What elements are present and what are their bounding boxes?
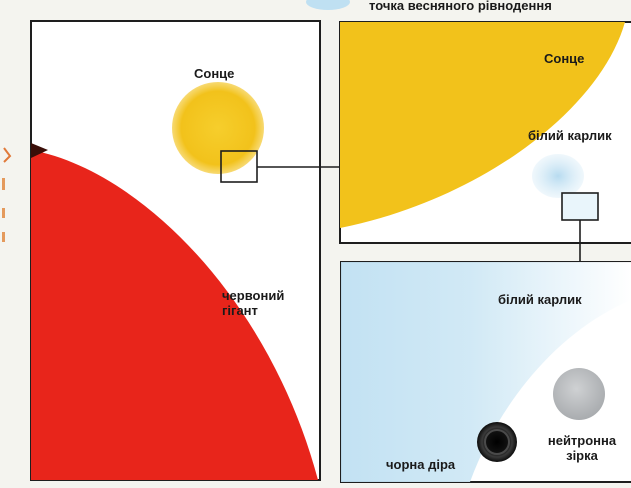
zoom-box-right <box>562 193 598 220</box>
left-edge-marks <box>2 148 10 242</box>
sun-label-top-right: Сонце <box>544 51 584 67</box>
panel-left <box>31 21 320 480</box>
red-giant-label-line1: червоний <box>222 288 284 304</box>
white-dwarf-label-bottom-right: білий карлик <box>498 292 582 308</box>
neutron-star-label-line2: зірка <box>536 448 628 464</box>
neutron-star-label-line1: нейтронна <box>536 433 628 449</box>
white-dwarf-small <box>532 154 584 198</box>
top-blue-blob <box>306 0 350 10</box>
neutron-star <box>553 368 605 420</box>
red-giant-label-line2: гігант <box>222 303 258 319</box>
black-hole-label: чорна діра <box>386 457 455 473</box>
black-hole <box>477 422 517 462</box>
white-dwarf-label-top-right: білий карлик <box>528 128 612 144</box>
sun-label-left: Сонце <box>194 66 234 82</box>
top-caption: точка весняного рівнодення <box>369 0 552 14</box>
sun-disk <box>172 82 264 174</box>
